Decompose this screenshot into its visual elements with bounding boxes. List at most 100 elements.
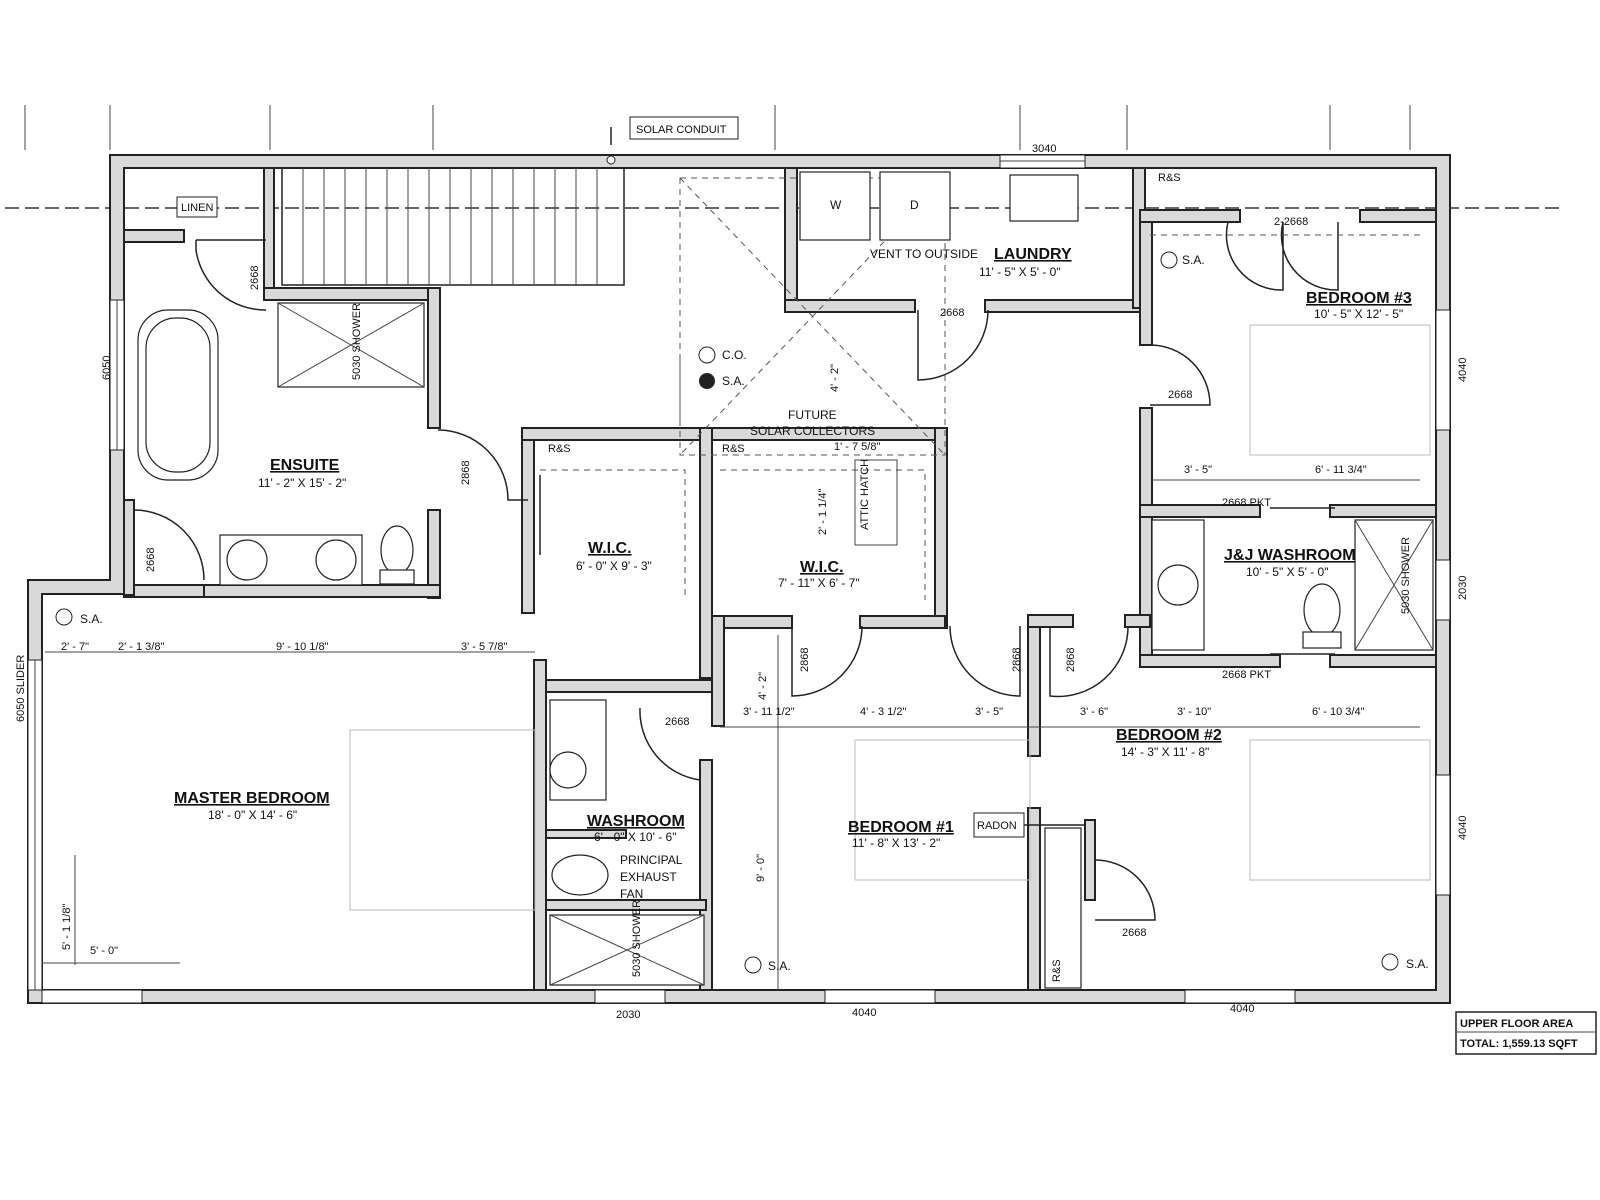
bedroom1-title: BEDROOM #1 — [848, 819, 954, 836]
bedroom3-door: 2-2668 — [1274, 216, 1308, 228]
ensuite-door3-label: 2668 — [145, 548, 157, 572]
interior-walls — [123, 167, 1437, 991]
co-label: C.O. — [722, 348, 747, 362]
washroom-title: WASHROOM — [587, 813, 685, 830]
master-dim-1: 2' - 1 3/8" — [118, 641, 164, 653]
smoke-alarm-icon — [744, 956, 762, 974]
fan-line-3: FAN — [620, 887, 643, 901]
co-detector-icon — [698, 346, 716, 364]
ensuite-size: 11' - 2" X 15' - 2" — [258, 476, 346, 490]
smoke-alarm-icon — [1160, 251, 1178, 269]
bedroom1-dim-v1: 4' - 2" — [757, 672, 769, 700]
solar-collectors-label: SOLAR COLLECTORS — [750, 424, 875, 438]
master-sa: S.A. — [80, 612, 103, 626]
wic2-dim-a: 1' - 7 5/8" — [834, 441, 880, 453]
ensuite-title: ENSUITE — [270, 457, 340, 474]
master-title: MASTER BEDROOM — [174, 790, 330, 807]
bedroom2-rs: R&S — [1051, 959, 1063, 982]
bedroom3-dim-a: 3' - 5" — [1184, 464, 1212, 476]
bed3-door-label: 2668 — [1168, 389, 1192, 401]
radon-label: RADON — [977, 820, 1017, 832]
radon-box — [973, 812, 1025, 838]
hall-door-label: 2668 — [940, 307, 964, 319]
washroom-shower: 5030 SHOWER — [631, 900, 643, 977]
bedroom1-window: 4040 — [852, 1007, 876, 1019]
bedroom2-door2: 2668 — [1122, 927, 1146, 939]
wic2-rs: R&S — [722, 443, 745, 455]
wic2-size: 7' - 11" X 6' - 7" — [778, 576, 860, 590]
linen-label: LINEN — [181, 202, 213, 214]
master-dim-3: 3' - 5 7/8" — [461, 641, 507, 653]
jj-washroom-title: J&J WASHROOM — [1224, 547, 1356, 564]
washroom-size: 6' - 0" X 10' - 6" — [594, 830, 676, 844]
wic2-title: W.I.C. — [800, 559, 844, 576]
bedroom1-door1: 2868 — [799, 648, 811, 672]
rs-label: R&S — [1158, 172, 1181, 184]
washroom-door: 2668 — [665, 716, 689, 728]
dryer-label: D — [910, 198, 919, 212]
area-total: TOTAL: 1,559.13 SQFT — [1460, 1038, 1578, 1050]
bedroom3-dim-b: 6' - 11 3/4" — [1315, 464, 1367, 476]
bedroom2-size: 14' - 3" X 11' - 8" — [1121, 745, 1209, 759]
closet-shelves — [540, 177, 1425, 600]
top-grid-ticks — [24, 105, 1411, 150]
area-box — [1455, 1011, 1597, 1055]
bedroom2-door1: 2868 — [1065, 648, 1077, 672]
bedroom2-window-r: 4040 — [1457, 816, 1469, 840]
top-window-label: 3040 — [1032, 143, 1056, 155]
fan-line-1: PRINCIPAL — [620, 853, 683, 867]
bedroom2-dim-0: 3' - 6" — [1080, 706, 1108, 718]
smoke-alarm-icon — [1381, 953, 1399, 971]
pkt-door-1: 2668 PKT — [1222, 497, 1271, 509]
linen-box — [176, 196, 218, 218]
solar-conduit-label: SOLAR CONDUIT — [636, 124, 727, 136]
jj-shower-label: 5030 SHOWER — [1400, 537, 1412, 614]
master-dim-2: 9' - 10 1/8" — [276, 641, 329, 653]
master-dim-v: 5' - 1 1/8" — [61, 904, 73, 950]
smoke-alarm-icon — [55, 608, 73, 626]
staircase — [281, 167, 625, 286]
wic2-dim-b: 2' - 1 1/4" — [817, 489, 829, 535]
wic1-rs: R&S — [548, 443, 571, 455]
bedroom1-door2: 2868 — [1011, 648, 1023, 672]
washroom-window: 2030 — [616, 1009, 640, 1021]
bedroom1-dim-0: 3' - 11 1/2" — [743, 706, 795, 718]
smoke-alarm-icon — [699, 373, 715, 389]
laundry-title: LAUNDRY — [994, 246, 1072, 263]
dimension-lines — [42, 479, 1420, 990]
future-label: FUTURE — [788, 408, 837, 422]
vent-label: VENT TO OUTSIDE — [870, 247, 978, 261]
dim-4-2-label: 4' - 2" — [829, 364, 841, 392]
fan-line-2: EXHAUST — [620, 870, 677, 884]
bedroom2-sa: S.A. — [1406, 957, 1429, 971]
master-dim-0: 2' - 7" — [61, 641, 89, 653]
wic1-title: W.I.C. — [588, 540, 632, 557]
bedroom2-dim-1: 3' - 10" — [1177, 706, 1211, 718]
jj-window-label: 2030 — [1457, 576, 1469, 600]
bedroom3-sa: S.A. — [1182, 253, 1205, 267]
attic-hatch-label: ATTIC HATCH — [859, 459, 871, 530]
laundry-size: 11' - 5" X 5' - 0" — [979, 265, 1061, 279]
bedroom2-title: BEDROOM #2 — [1116, 727, 1222, 744]
bedroom3-size: 10' - 5" X 12' - 5" — [1314, 307, 1403, 321]
bedroom3-window: 4040 — [1457, 358, 1469, 382]
master-dim-h: 5' - 0" — [90, 945, 118, 957]
ensuite-door1-label: 2668 — [249, 266, 261, 290]
washer-label: W — [830, 198, 842, 212]
master-slider: 6050 SLIDER — [15, 655, 27, 722]
bedroom1-sa: S.A. — [768, 959, 791, 973]
solar-conduit-box — [629, 116, 739, 140]
bedroom3-title: BEDROOM #3 — [1306, 290, 1412, 307]
bedroom2-window-b: 4040 — [1230, 1003, 1254, 1015]
fixtures — [137, 171, 1434, 989]
sa-label: S.A. — [722, 374, 745, 388]
solar-conduit-marker — [606, 155, 616, 165]
bedroom1-dim-v2-label: 9' - 0" — [755, 854, 767, 882]
windows — [27, 154, 1451, 1004]
wic1-size: 6' - 0" X 9' - 3" — [576, 559, 652, 573]
bedroom1-dim-1: 4' - 3 1/2" — [860, 706, 906, 718]
door-swings — [133, 221, 1339, 921]
bedroom1-dim-2: 3' - 5" — [975, 706, 1003, 718]
bedroom1-size: 11' - 8" X 13' - 2" — [852, 836, 940, 850]
